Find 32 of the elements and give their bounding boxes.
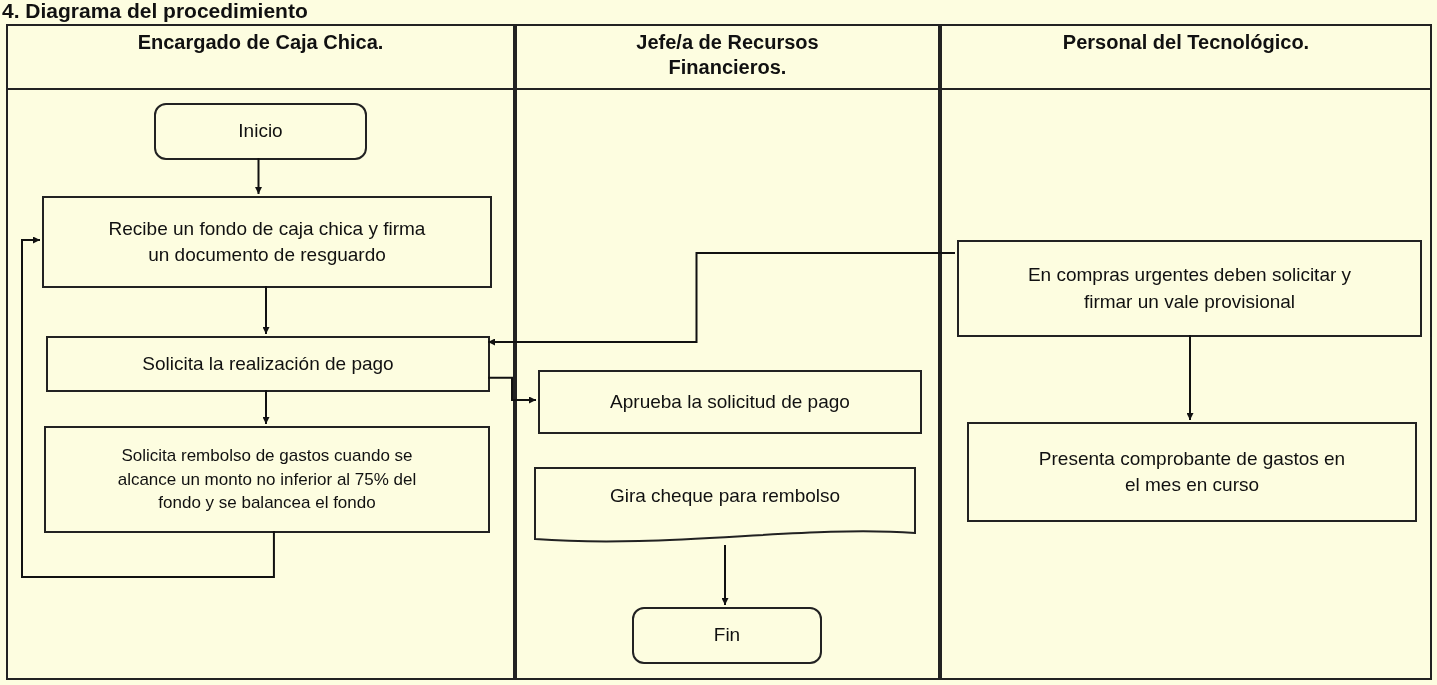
terminal-box xyxy=(632,607,822,664)
arrow xyxy=(1186,334,1194,421)
process-box xyxy=(44,426,490,533)
arrow xyxy=(721,544,729,606)
swimlane xyxy=(940,24,1432,680)
process-box xyxy=(42,196,492,288)
step-text: Gira cheque para rembolso xyxy=(609,484,841,508)
step-text: Recibe un fondo de caja chica y firma un documento de resguardo xyxy=(107,216,427,267)
arrow xyxy=(255,157,262,195)
step-text: Aprueba la solicitud de pago xyxy=(610,389,850,414)
process-box xyxy=(46,336,490,392)
step-text: En compras urgentes deben solicitar y firmar un vale provisional xyxy=(1026,263,1353,314)
process-box xyxy=(538,370,922,434)
swimlane xyxy=(6,24,515,680)
process-box xyxy=(957,240,1422,337)
process-box xyxy=(967,422,1417,522)
arrow xyxy=(487,252,956,346)
step-text: Solicita rembolso de gastos cuando se alcance un monto no inferior al 75% del fondo y se balancea el fondo xyxy=(116,445,418,515)
arrow xyxy=(21,236,275,578)
lane-title: Jefe/a de Recursos Financieros. xyxy=(635,30,820,80)
terminal-box xyxy=(154,103,367,160)
lane-title: Encargado de Caja Chica. xyxy=(137,30,384,55)
lane-title: Personal del Tecnológico. xyxy=(1062,30,1310,55)
arrow xyxy=(487,376,537,404)
step-text: Inicio xyxy=(238,119,283,144)
swimlane xyxy=(515,24,940,680)
diagram-title: 4. Diagrama del procedimiento xyxy=(2,0,308,21)
step-text: Presenta comprobante de gastos en el mes en curso xyxy=(1037,446,1347,497)
step-text: Fin xyxy=(713,623,741,648)
arrow xyxy=(262,389,270,425)
arrow xyxy=(262,285,270,335)
step-text: Solicita la realización de pago xyxy=(142,351,394,376)
